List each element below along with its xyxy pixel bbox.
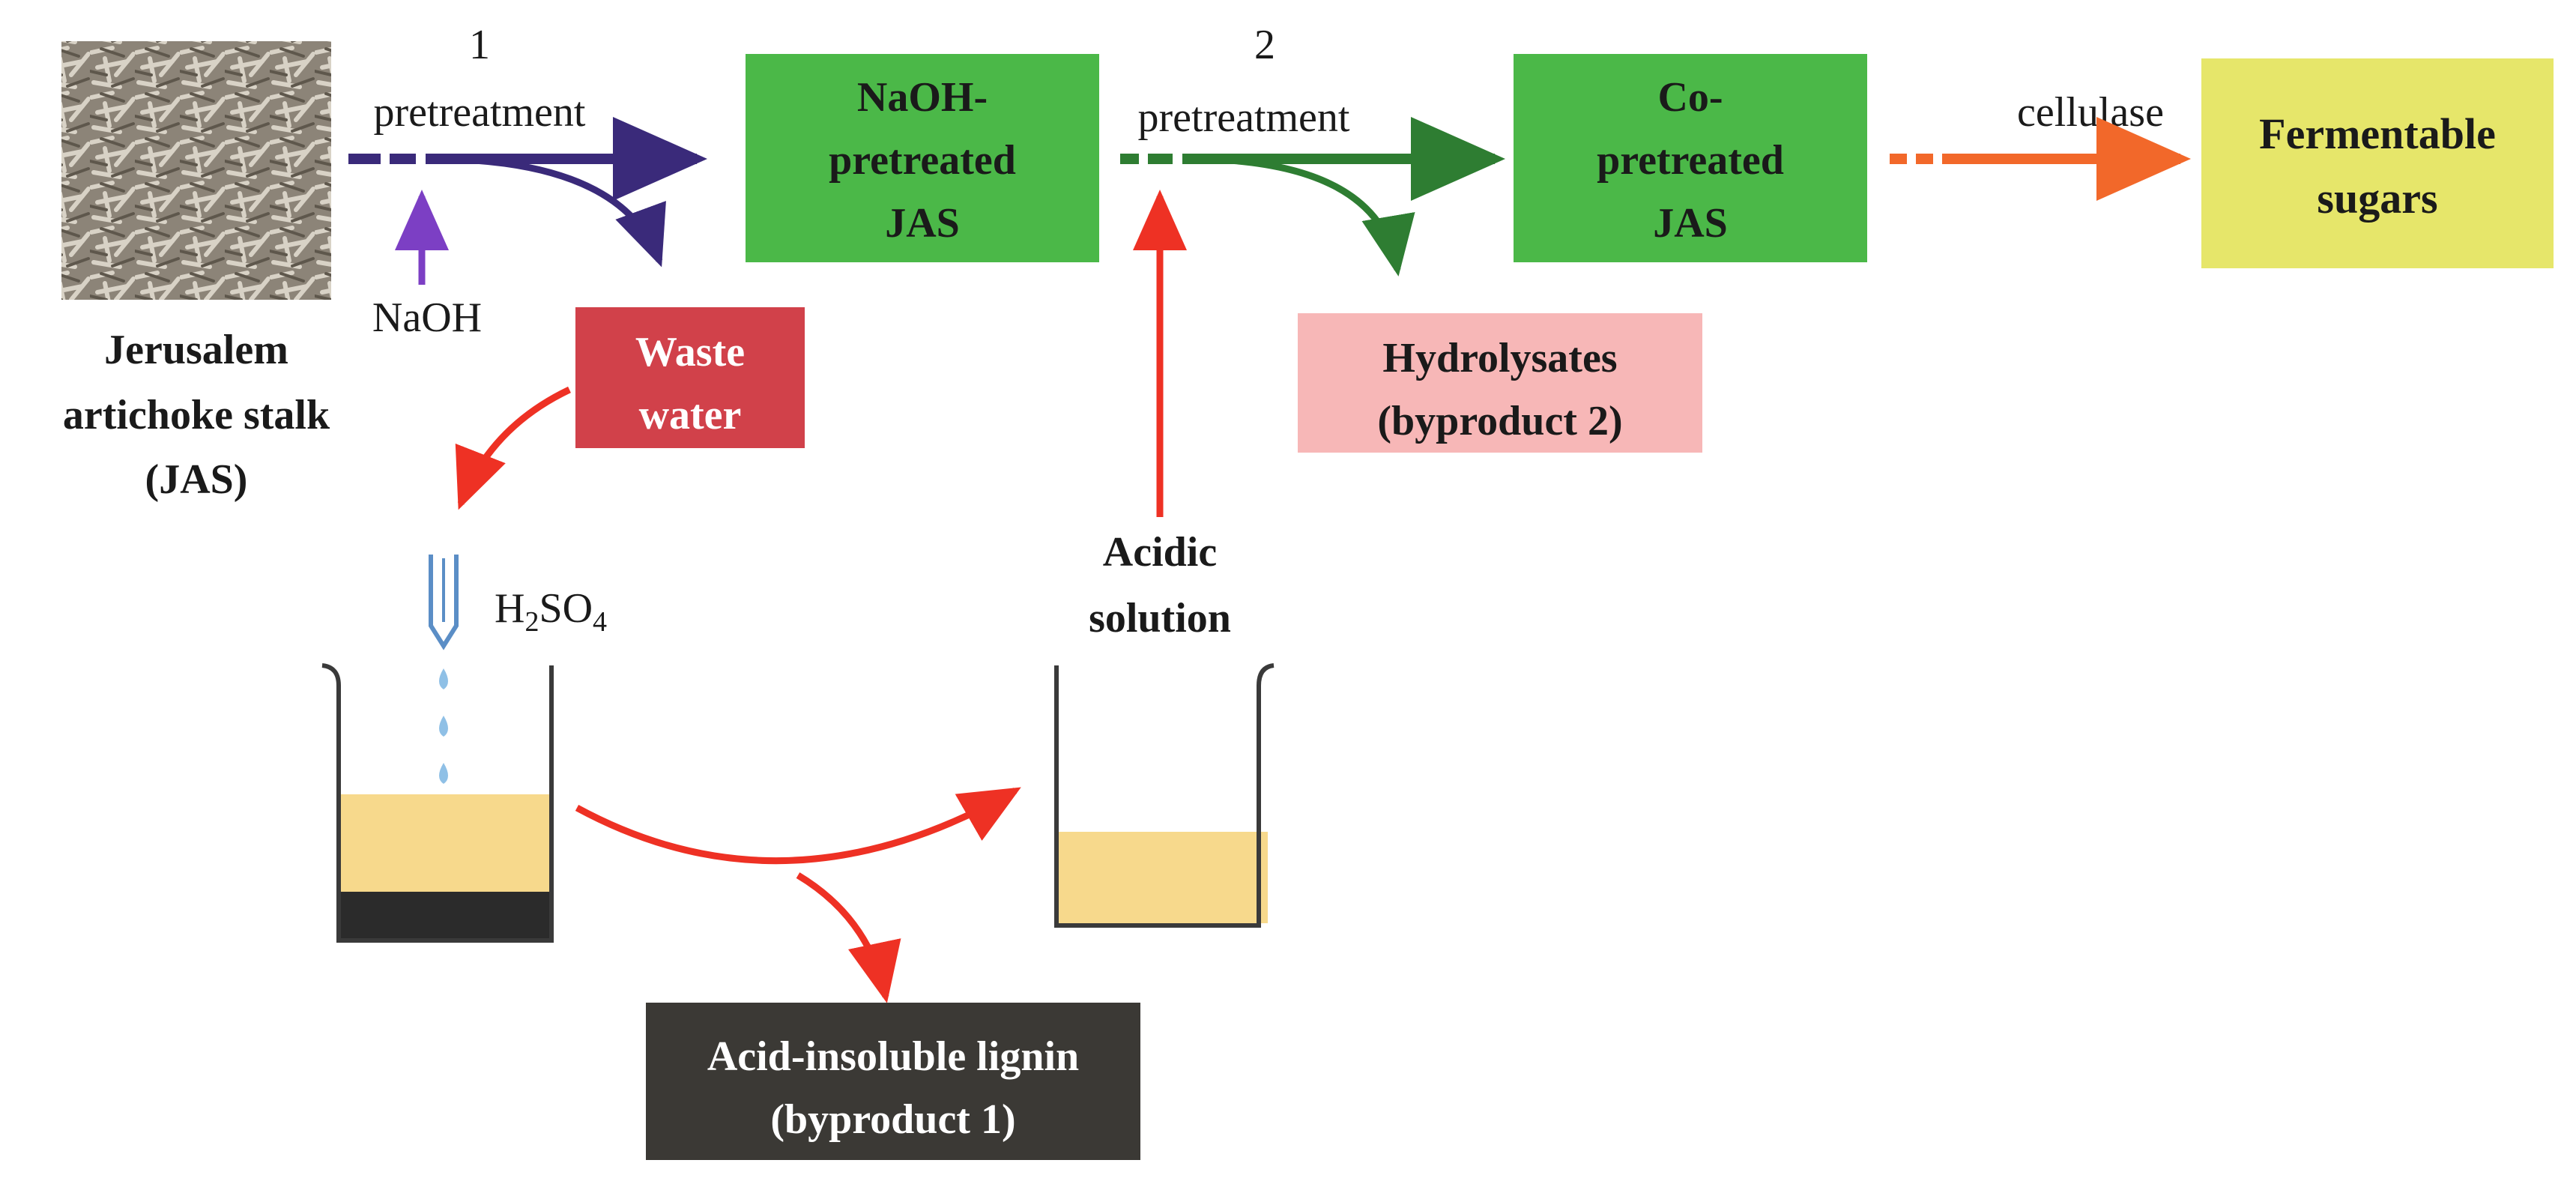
step1-label: 1 pretreatment <box>374 22 586 136</box>
separation-arrow <box>575 787 1021 865</box>
naoh-label: NaOH <box>372 294 482 341</box>
waste-to-beaker-arrow <box>455 386 571 510</box>
naoh-pretreated-box: NaOH- pretreated JAS <box>746 54 1099 262</box>
co-pretreated-line3: JAS <box>1653 200 1728 247</box>
naoh-input-arrow: NaOH <box>372 190 482 341</box>
lignin-line1: Acid-insoluble lignin <box>707 1033 1079 1080</box>
h2so4-label: H2SO4 <box>495 585 607 638</box>
hydrolysates-line2: (byproduct 2) <box>1377 398 1622 444</box>
waste-water-line1: Waste <box>635 329 745 375</box>
beaker-precipitation <box>321 663 554 943</box>
beaker2-liquid <box>1058 832 1268 923</box>
acidic-solution-label: Acidic solution <box>1089 529 1231 641</box>
lignin-box: Acid-insoluble lignin (byproduct 1) <box>646 1003 1140 1160</box>
fermentable-line1: Fermentable <box>2259 109 2496 158</box>
raw-material-line1: Jerusalem <box>104 327 288 373</box>
raw-material-line2: artichoke stalk <box>63 392 330 438</box>
waste-water-box: Waste water <box>575 307 805 448</box>
waste-water-line2: water <box>639 392 742 438</box>
hydrolysates-box: Hydrolysates (byproduct 2) <box>1298 313 1702 453</box>
beaker1-sediment <box>341 892 549 938</box>
naoh-pretreated-line3: JAS <box>885 200 960 247</box>
naoh-pretreated-line1: NaOH- <box>857 74 988 121</box>
lignin-arrow <box>796 872 901 1003</box>
acid-drops <box>439 668 448 784</box>
step1-text: pretreatment <box>374 89 586 136</box>
step3-label: cellulase <box>2017 89 2164 136</box>
fermentable-sugars-box: Fermentable sugars <box>2201 58 2554 268</box>
co-pretreated-box: Co- pretreated JAS <box>1514 54 1867 262</box>
naoh-pretreated-line2: pretreated <box>829 137 1016 184</box>
beaker-acidic-solution <box>1054 663 1275 928</box>
hydrolysates-line1: Hydrolysates <box>1382 335 1617 381</box>
cellulase-text: cellulase <box>2017 89 2164 136</box>
fermentable-line2: sugars <box>2317 174 2437 223</box>
step2-text: pretreatment <box>1138 94 1350 141</box>
step1-number: 1 <box>469 22 490 68</box>
co-pretreated-line2: pretreated <box>1597 137 1784 184</box>
jas-photo <box>61 41 331 300</box>
step2-label: 2 pretreatment <box>1138 22 1350 141</box>
beaker1-liquid <box>341 794 549 892</box>
acidic-line1: Acidic <box>1103 529 1217 576</box>
step2-arrow <box>1120 117 1505 277</box>
raw-material-label: Jerusalem artichoke stalk (JAS) <box>63 327 330 503</box>
step2-number: 2 <box>1254 22 1275 68</box>
step1-arrow <box>348 117 707 268</box>
pipette-icon <box>429 555 459 650</box>
raw-material-line3: (JAS) <box>145 456 248 503</box>
lignin-line2: (byproduct 1) <box>770 1096 1015 1143</box>
co-pretreated-line1: Co- <box>1657 74 1723 121</box>
acidic-line2: solution <box>1089 595 1231 641</box>
